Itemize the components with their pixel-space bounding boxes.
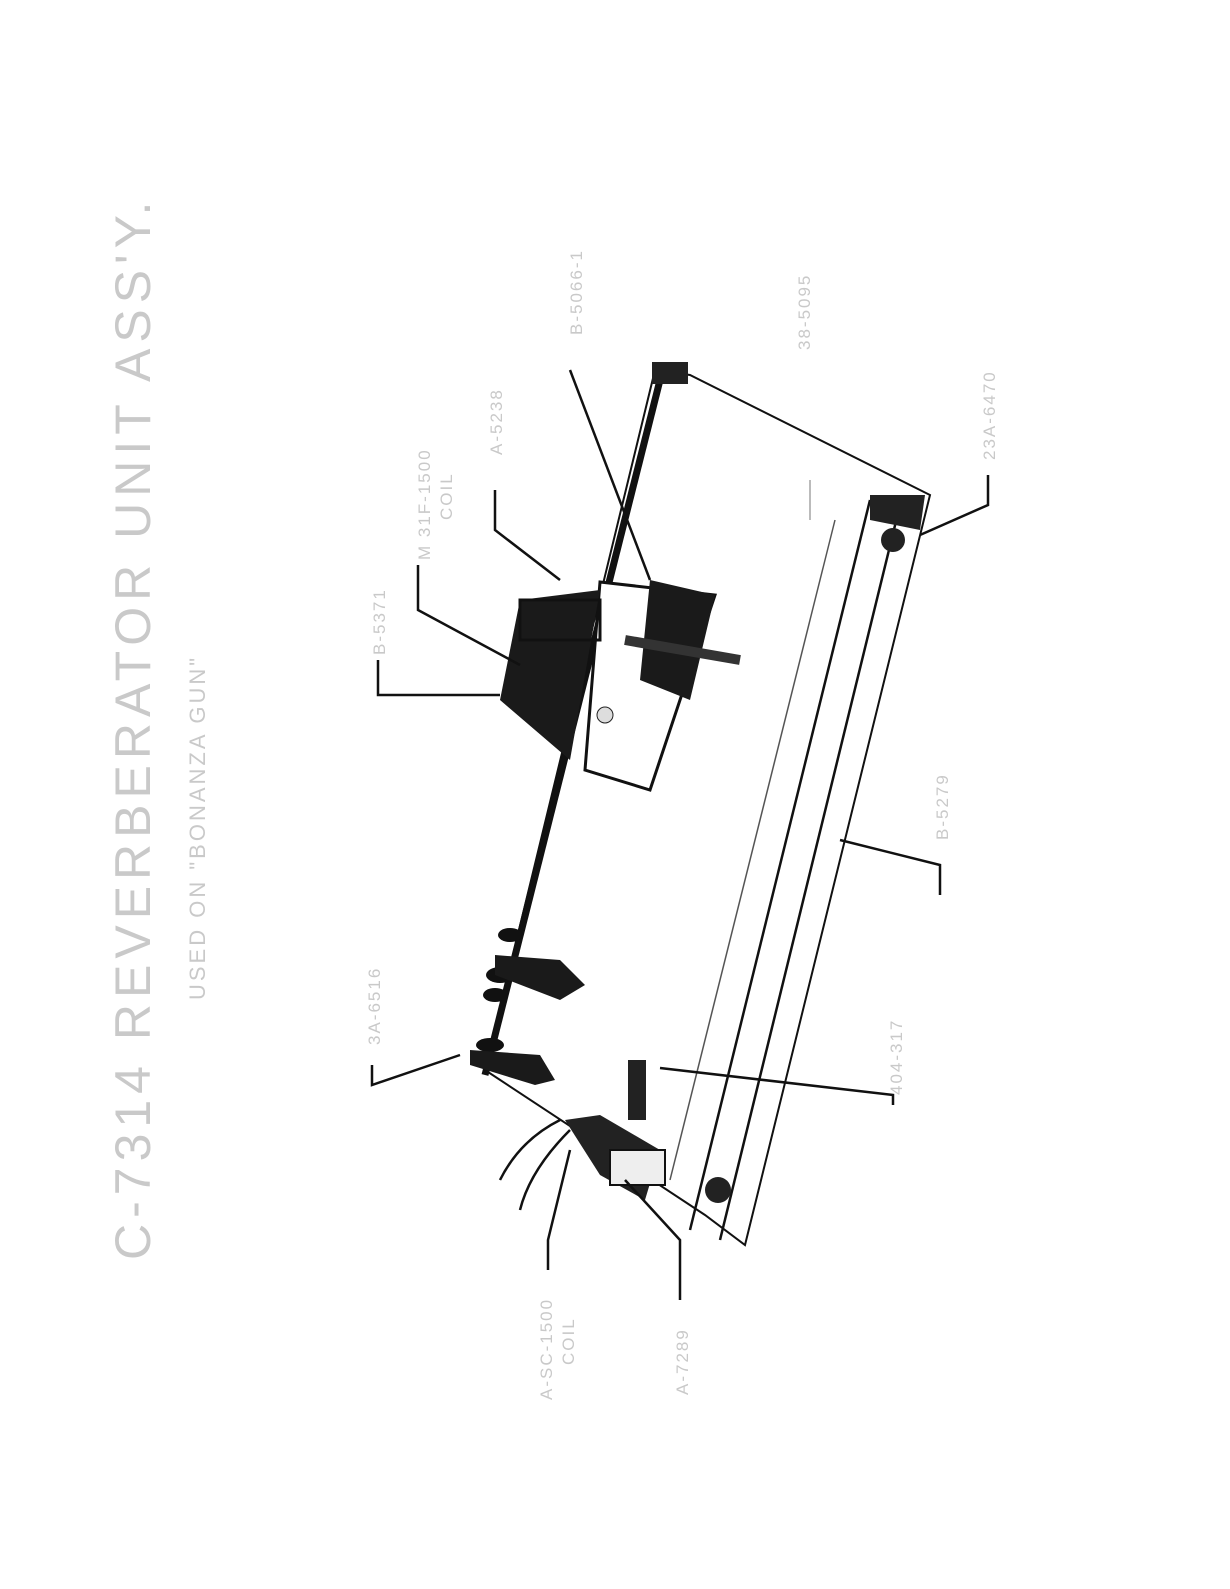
diagram-title: C-7314 REVERBERATOR UNIT ASS'Y. [105,196,161,1260]
spring-assembly [470,928,585,1085]
upper-transducer [500,580,741,792]
label-a7289: A-7289 [673,1328,692,1395]
label-404-317: 404-317 [887,1019,906,1095]
label-coil-bottom: A-SC-1500 [537,1298,556,1400]
label-coil-top: M 31F-1500 [415,448,434,560]
leader-lines [370,369,990,1300]
label-coil-top-2: COIL [437,472,456,520]
label-a5238: A-5238 [487,388,506,455]
lower-transducer [498,1060,666,1211]
label-b5279: B-5279 [933,773,952,840]
base-plate [481,362,932,1247]
label-a6516: 3A-6516 [365,967,384,1045]
label-coil-bottom-2: COIL [559,1317,578,1365]
label-b5066: B-5066-1 [567,249,586,335]
label-b5095: 38-5095 [795,274,814,350]
label-a6470: 23A-6470 [980,370,999,460]
diagram-subtitle: USED ON "BONANZA GUN" [185,655,210,1000]
label-b5371: B-5371 [370,588,389,655]
